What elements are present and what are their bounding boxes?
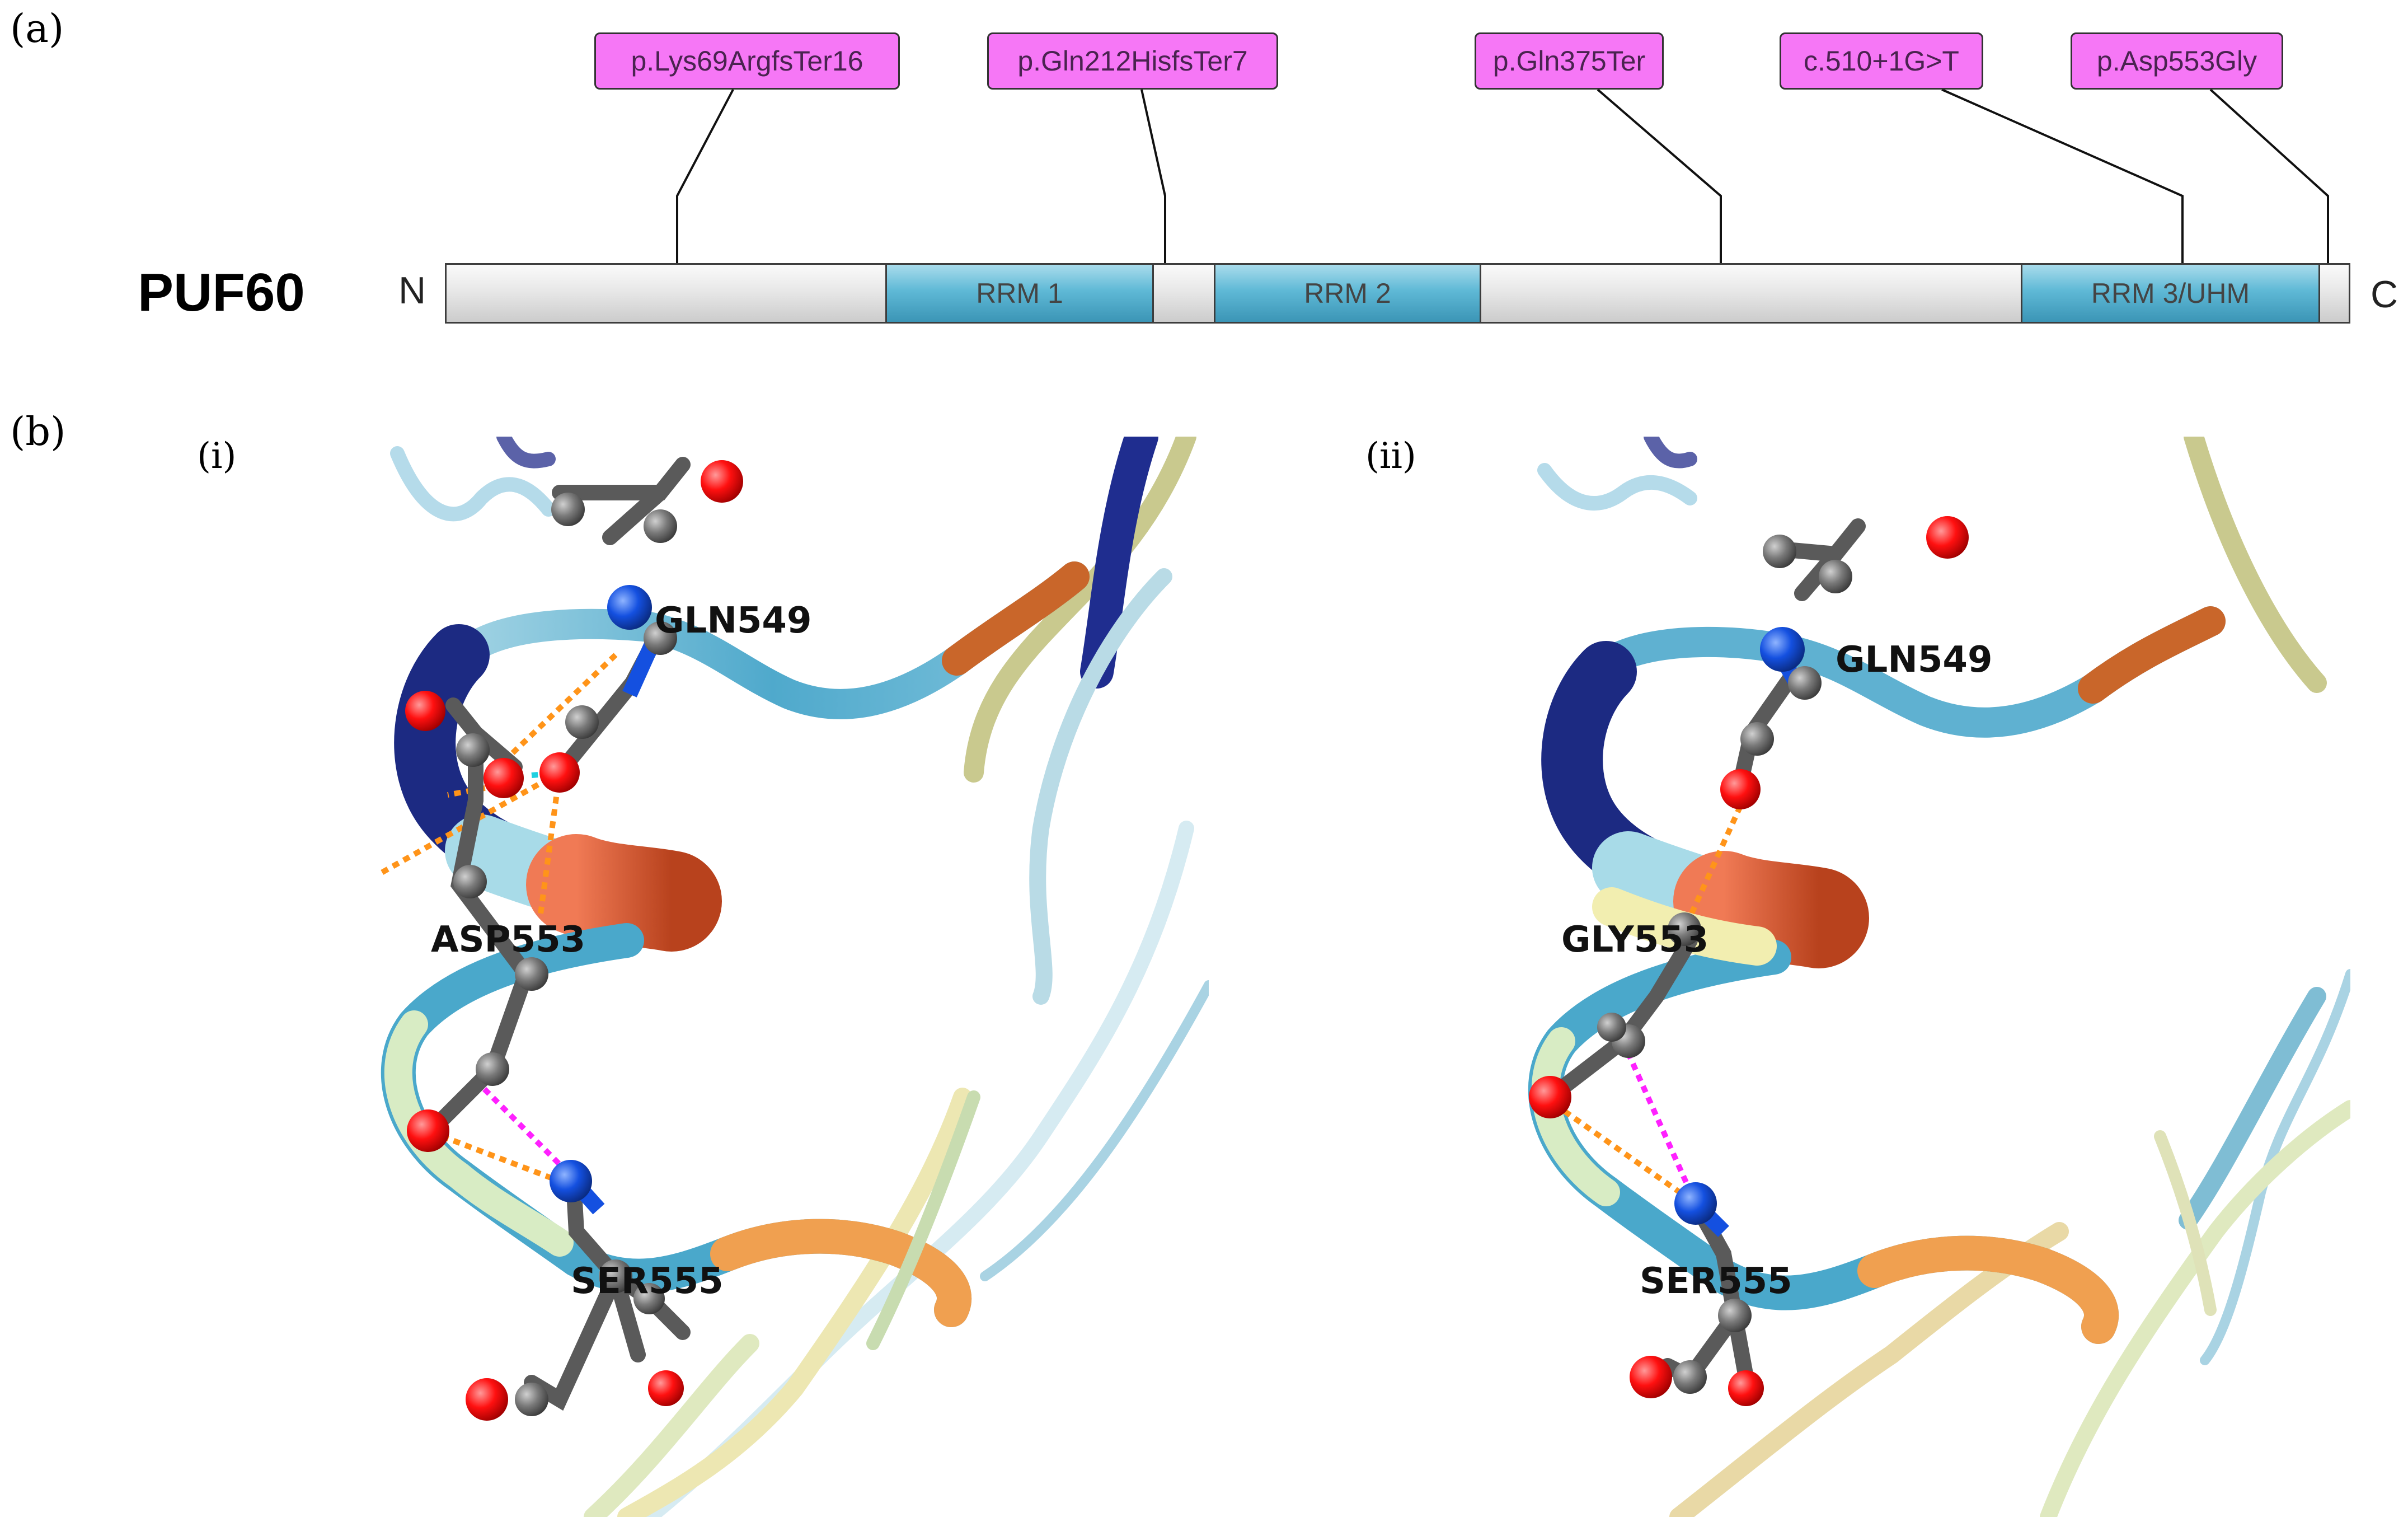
protein-bar-segment-2 [1152, 263, 1215, 324]
mutation-label-3: p.Gln375Ter [1475, 32, 1664, 90]
panel-a-label: (a) [10, 6, 64, 51]
structure-ii-view: GLN549 GLY553 SER555 [1528, 437, 2350, 1517]
n-terminus-label: N [398, 269, 426, 312]
structure-ii-label: (ii) [1365, 435, 1416, 477]
mutation-label-1: p.Lys69ArgfsTer16 [594, 32, 900, 90]
domain-rrm3-uhm: RRM 3/UHM [2021, 263, 2320, 324]
residue-label-i-1: GLN549 [655, 600, 811, 641]
residue-label-i-3: SER555 [571, 1261, 724, 1302]
structure-i-view: GLN549 ASP553 SER555 [379, 437, 1209, 1517]
residue-label-i-2: ASP553 [431, 919, 585, 961]
domain-rrm2: RRM 2 [1214, 263, 1481, 324]
protein-bar-segment-4 [2318, 263, 2350, 324]
panel-b-label: (b) [10, 409, 66, 455]
mutation-label-5: p.Asp553Gly [2071, 32, 2283, 90]
c-terminus-label: C [2371, 273, 2398, 316]
residue-label-ii-2: GLY553 [1561, 919, 1708, 961]
mutation-label-2: p.Gln212HisfsTer7 [987, 32, 1278, 90]
protein-name: PUF60 [138, 263, 305, 322]
domain-rrm1: RRM 1 [885, 263, 1154, 324]
mutation-label-4: c.510+1G>T [1780, 32, 1983, 90]
protein-bar-segment-1 [445, 263, 887, 324]
residue-label-ii-1: GLN549 [1836, 639, 1992, 681]
residue-label-ii-3: SER555 [1640, 1261, 1792, 1302]
domain-rrm2-label: RRM 2 [1304, 278, 1391, 309]
domain-rrm1-label: RRM 1 [976, 278, 1063, 309]
structure-i-label: (i) [197, 435, 237, 477]
mutation-connector-lines [676, 88, 2329, 263]
domain-rrm3-uhm-label: RRM 3/UHM [2091, 278, 2250, 309]
